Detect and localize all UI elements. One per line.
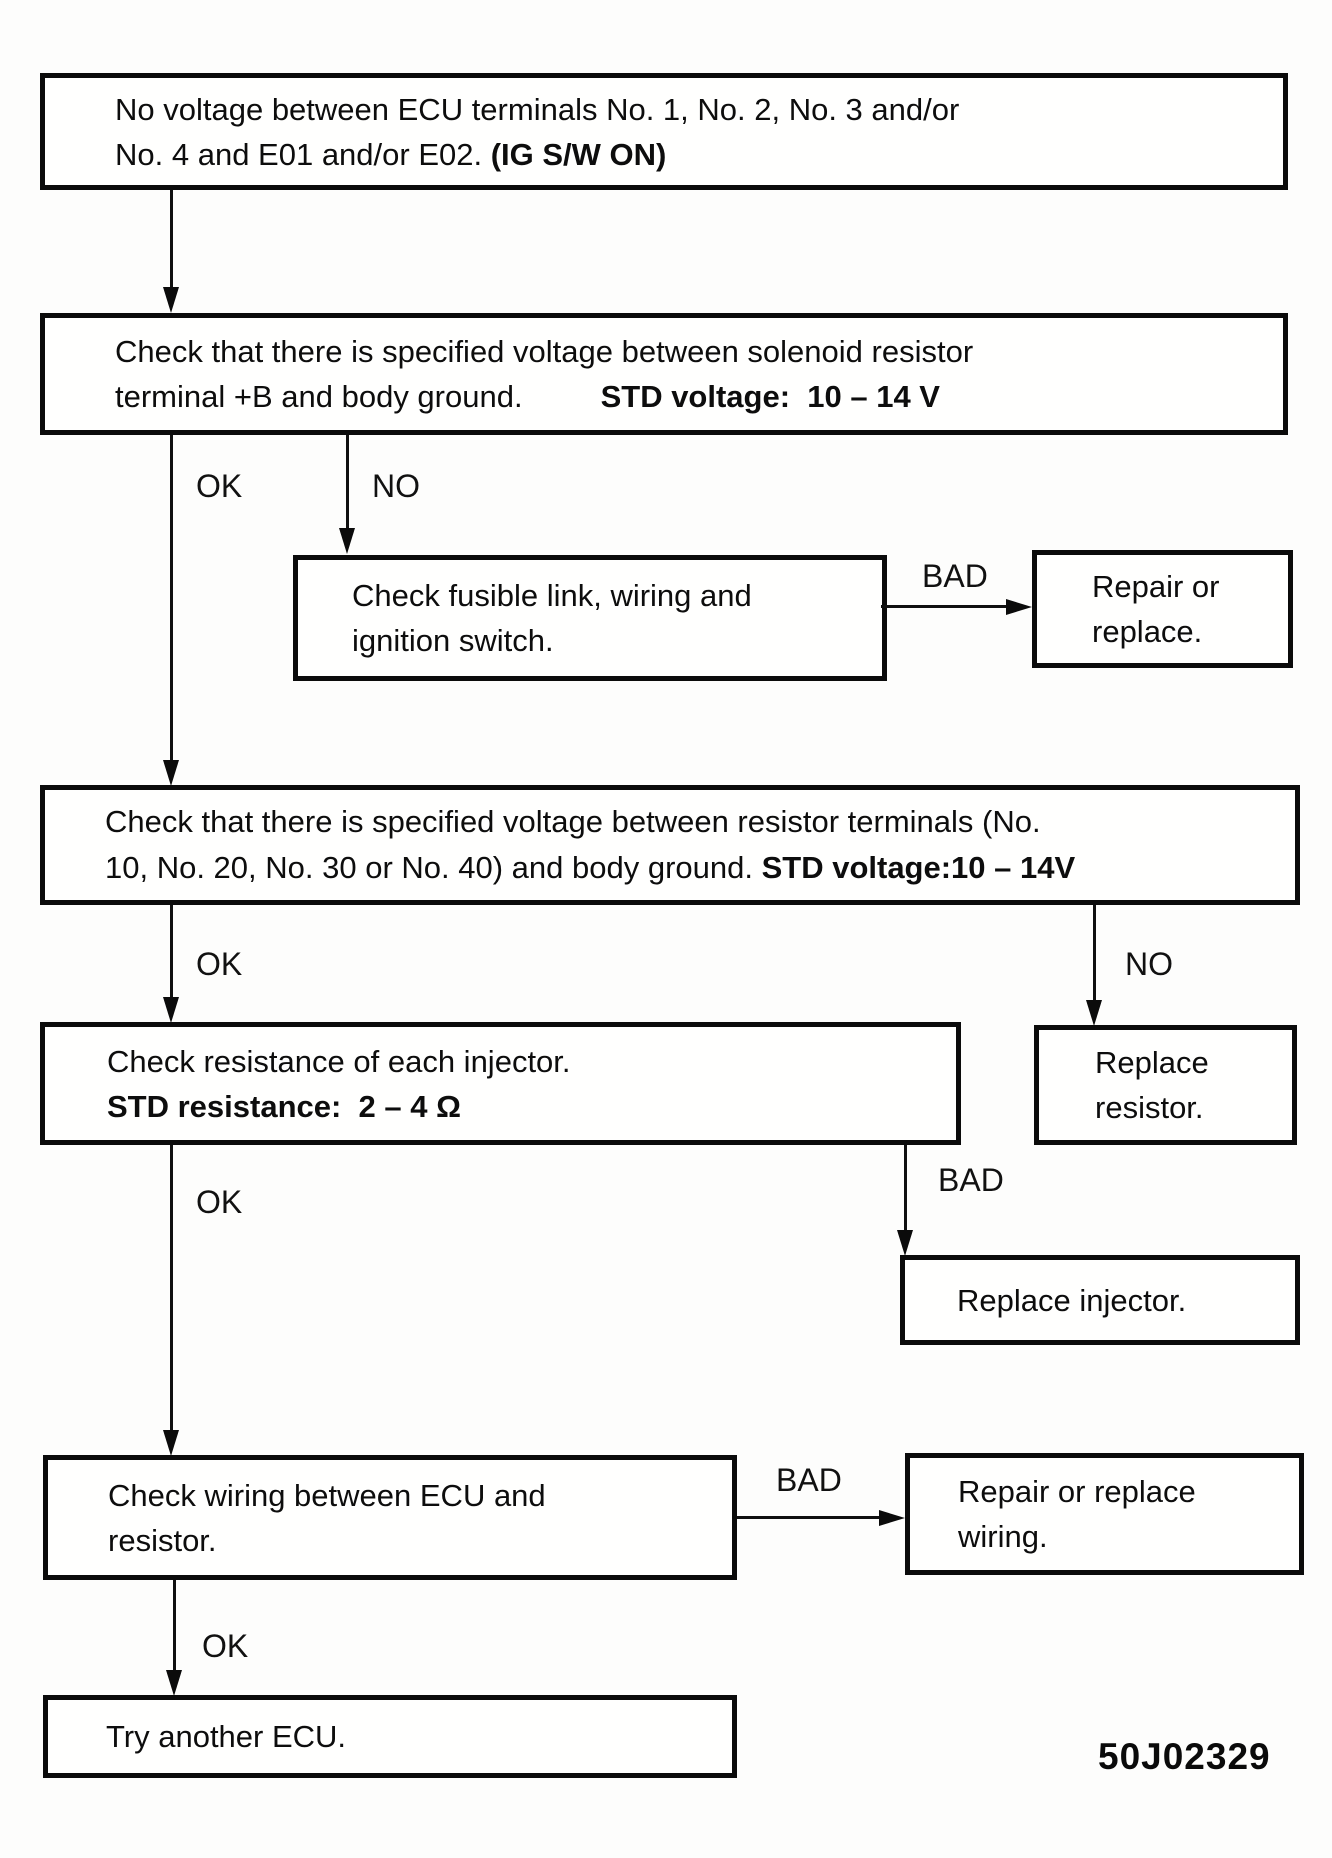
box-text-line: wiring. — [958, 1514, 1289, 1559]
edge-label-bad-3: BAD — [776, 1462, 842, 1498]
box-text-line: Replace injector. — [957, 1278, 1285, 1323]
figure-code: 50J02329 — [1098, 1736, 1271, 1777]
box-text-line: Check that there is specified voltage be… — [105, 799, 1285, 845]
arrowhead-down-icon — [897, 1230, 913, 1256]
box-text-line: resistor. — [1095, 1085, 1282, 1130]
box-text-line: Check fusible link, wiring and — [352, 573, 867, 618]
std-value: STD voltage: 10 – 14 V — [600, 379, 940, 414]
box-text: resistor. — [1095, 1090, 1204, 1125]
box-text-line: STD resistance: 2 – 4 Ω — [107, 1084, 941, 1129]
box-text: Check that there is specified voltage be… — [115, 334, 974, 369]
box-text: Replace injector. — [957, 1282, 1187, 1318]
flow-box-repair-wiring: Repair or replace wiring. — [905, 1453, 1304, 1575]
edge-label-ok-4: OK — [202, 1628, 249, 1664]
box-text-line: Repair or — [1092, 564, 1278, 609]
flow-box-check-resistor-voltage: Check that there is specified voltage be… — [40, 785, 1300, 905]
box-text-line: Repair or replace — [958, 1469, 1289, 1514]
arrow-line-start-to-solenoid — [170, 190, 173, 290]
box-text: Repair or — [1092, 569, 1220, 604]
std-value: STD voltage:10 – 14V — [761, 850, 1076, 885]
box-text: 10, No. 20, No. 30 or No. 40) and body g… — [105, 850, 762, 885]
box-text-line: Check wiring between ECU and — [108, 1473, 717, 1518]
box-text-line: No voltage between ECU terminals No. 1, … — [115, 87, 1263, 132]
arrow-line-no-to-fusible — [346, 435, 349, 531]
box-text-line: terminal +B and body ground. STD voltage:… — [115, 374, 1263, 419]
flow-box-check-injector-resistance: Check resistance of each injector. STD r… — [40, 1022, 961, 1145]
flow-box-repair-or-replace: Repair or replace. — [1032, 550, 1293, 668]
box-text: Repair or replace — [958, 1474, 1196, 1509]
box-text-line: Check resistance of each injector. — [107, 1039, 941, 1084]
arrow-line-ok-to-resistor-voltage — [170, 435, 173, 763]
arrowhead-down-icon — [163, 287, 179, 313]
box-text-line: Try another ECU. — [106, 1714, 717, 1759]
arrow-line-bad-to-replace-injector — [904, 1145, 907, 1233]
box-text-line: 10, No. 20, No. 30 or No. 40) and body g… — [105, 845, 1285, 891]
arrowhead-down-icon — [166, 1670, 182, 1696]
edge-label-ok-2: OK — [196, 946, 243, 982]
box-text: terminal +B and body ground. — [115, 379, 523, 414]
flow-box-no-voltage: No voltage between ECU terminals No. 1, … — [40, 73, 1288, 190]
arrowhead-down-icon — [163, 760, 179, 786]
flow-box-check-wiring: Check wiring between ECU and resistor. — [43, 1455, 737, 1580]
arrowhead-down-icon — [1086, 1000, 1102, 1026]
edge-label-no-1: NO — [372, 468, 420, 504]
box-text: ignition switch. — [352, 623, 554, 658]
arrow-line-ok-to-check-wiring — [170, 1145, 173, 1433]
box-text-line: No. 4 and E01 and/or E02. (IG S/W ON) — [115, 132, 1263, 177]
arrowhead-down-icon — [163, 997, 179, 1023]
box-text: No voltage between ECU terminals No. 1, … — [115, 91, 960, 127]
box-text-bold: (IG S/W ON) — [490, 136, 667, 172]
arrowhead-right-icon — [879, 1510, 905, 1526]
arrow-line-no-to-replace-resistor — [1093, 905, 1096, 1003]
arrow-line-bad-to-repair-wiring — [737, 1516, 883, 1519]
edge-label-bad-1: BAD — [922, 558, 988, 594]
box-text: replace. — [1092, 614, 1203, 649]
flow-box-replace-resistor: Replace resistor. — [1034, 1025, 1297, 1145]
box-text: Check resistance of each injector. — [107, 1043, 571, 1079]
arrowhead-right-icon — [1006, 599, 1032, 615]
box-text-line: Replace — [1095, 1040, 1282, 1085]
edge-label-bad-2: BAD — [938, 1162, 1004, 1198]
edge-label-no-2: NO — [1125, 946, 1173, 982]
box-text: resistor. — [108, 1522, 217, 1558]
box-text-line: Check that there is specified voltage be… — [115, 329, 1263, 374]
box-text-line: resistor. — [108, 1518, 717, 1563]
flow-box-check-solenoid-voltage: Check that there is specified voltage be… — [40, 313, 1288, 435]
box-text: Replace — [1095, 1045, 1209, 1080]
box-text-line: replace. — [1092, 609, 1278, 654]
arrow-line-ok-to-try-ecu — [173, 1580, 176, 1673]
box-text: Check that there is specified voltage be… — [105, 804, 1041, 839]
edge-label-ok-3: OK — [196, 1184, 243, 1220]
flow-box-check-fusible-link: Check fusible link, wiring and ignition … — [293, 555, 887, 681]
box-text: Check fusible link, wiring and — [352, 578, 752, 613]
box-text: No. 4 and E01 and/or E02. — [115, 136, 491, 172]
edge-label-ok-1: OK — [196, 468, 243, 504]
std-value: STD resistance: 2 – 4 Ω — [107, 1088, 461, 1124]
arrow-line-bad-to-repair — [881, 605, 1011, 608]
arrowhead-down-icon — [339, 528, 355, 554]
box-text: wiring. — [958, 1519, 1048, 1554]
box-text: Check wiring between ECU and — [108, 1477, 546, 1513]
flow-box-replace-injector: Replace injector. — [900, 1255, 1300, 1345]
flow-box-try-another-ecu: Try another ECU. — [43, 1695, 737, 1778]
arrowhead-down-icon — [163, 1430, 179, 1456]
box-text: Try another ECU. — [106, 1719, 347, 1754]
arrow-line-ok-to-injector-resistance — [170, 905, 173, 1000]
box-text-line: ignition switch. — [352, 618, 867, 663]
